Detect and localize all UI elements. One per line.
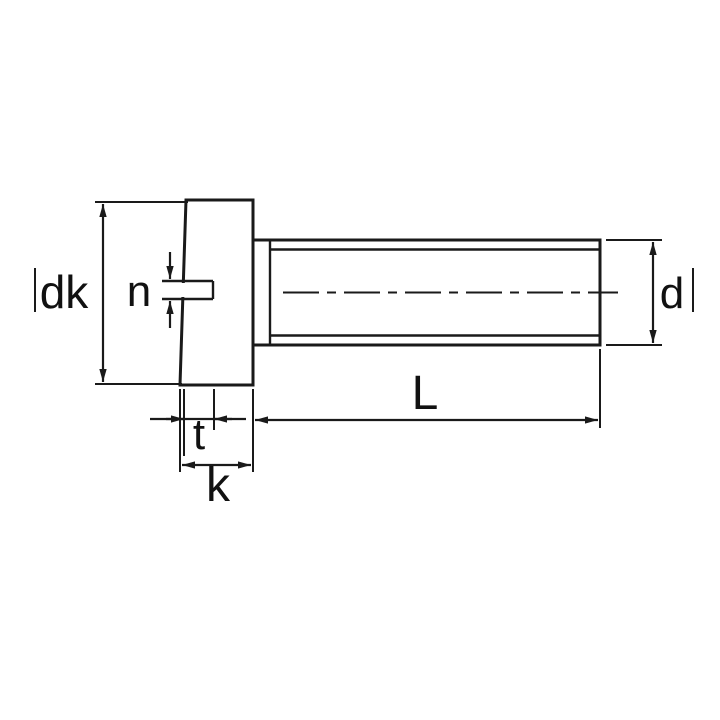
- dimension-L: L: [252, 349, 601, 472]
- dimension-d: d: [606, 239, 694, 346]
- label-n: n: [127, 267, 151, 316]
- slot-eraser: [177, 283, 211, 297]
- dimension-t: t: [150, 389, 246, 459]
- label-d: d: [660, 269, 684, 318]
- label-t: t: [193, 410, 205, 459]
- dimension-n: n: [127, 252, 174, 328]
- dimension-dk: dk: [34, 201, 188, 385]
- screw-body-group: [162, 198, 618, 387]
- dimension-k: k: [179, 389, 251, 512]
- label-L: L: [412, 367, 439, 420]
- label-k: k: [206, 459, 231, 512]
- screw-head: [178, 198, 255, 387]
- label-dk: dk: [40, 266, 90, 318]
